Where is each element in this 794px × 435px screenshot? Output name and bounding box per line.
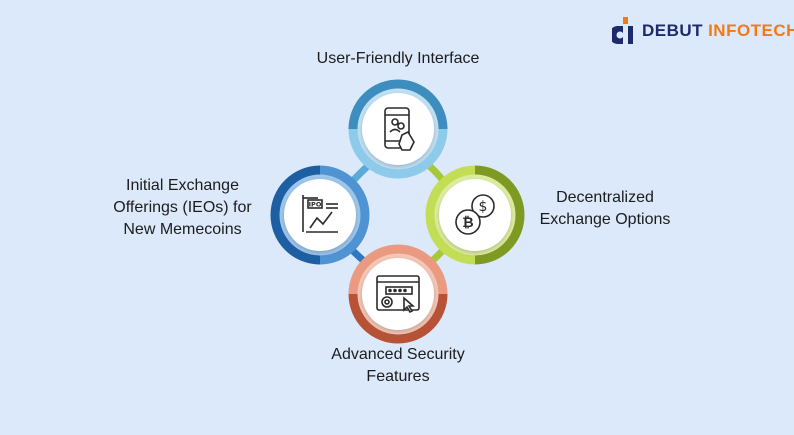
label-decentralized-exchange: Decentralized Exchange Options bbox=[525, 187, 685, 231]
ipo-sign-text: IPO bbox=[309, 201, 322, 209]
touchscreen-phone-icon bbox=[384, 107, 415, 151]
brand-name-part2: INFOTECH bbox=[708, 21, 794, 40]
label-line: User-Friendly Interface bbox=[316, 50, 480, 67]
brand-mark-icon bbox=[612, 17, 633, 44]
label-ieo-memecoins: Initial Exchange Offerings (IEOs) for Ne… bbox=[95, 175, 270, 241]
label-advanced-security: Advanced Security Features bbox=[298, 344, 498, 388]
secure-window-icon bbox=[376, 275, 420, 314]
label-line: Advanced Security bbox=[331, 346, 465, 363]
crypto-coins-icon: $ ₿ bbox=[455, 194, 495, 235]
node-advanced-security bbox=[348, 244, 448, 344]
node-user-friendly-interface bbox=[348, 79, 448, 179]
label-user-friendly-interface: User-Friendly Interface bbox=[270, 48, 526, 70]
node-decentralized-exchange: $ ₿ bbox=[425, 165, 525, 265]
label-line: Exchange Options bbox=[539, 211, 671, 228]
ipo-chart-icon: IPO bbox=[302, 195, 338, 233]
brand-logo: DEBUT INFOTECH bbox=[612, 16, 794, 46]
svg-text:$: $ bbox=[479, 199, 488, 215]
label-line: Decentralized bbox=[556, 189, 654, 206]
label-line: Offerings (IEOs) for bbox=[113, 199, 252, 216]
brand-name-part1: DEBUT bbox=[642, 21, 704, 40]
node-ieo-memecoins: IPO bbox=[270, 165, 370, 265]
label-line: New Memecoins bbox=[123, 221, 242, 238]
label-line: Features bbox=[366, 368, 430, 385]
svg-text:₿: ₿ bbox=[462, 215, 473, 231]
label-line: Initial Exchange bbox=[126, 177, 239, 194]
